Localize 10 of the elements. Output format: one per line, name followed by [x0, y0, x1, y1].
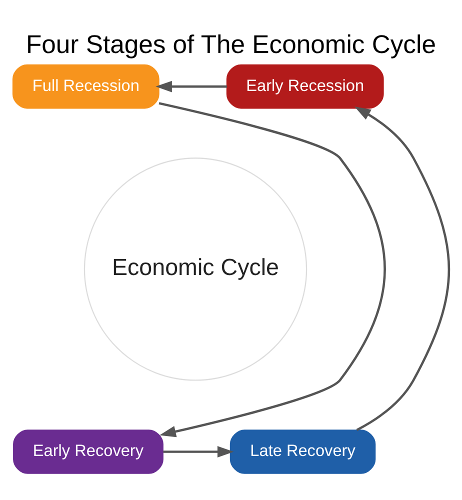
node-box: Early Recovery: [13, 429, 164, 474]
node-box: Early Recession: [226, 64, 384, 108]
node-box: Late Recovery: [230, 429, 376, 474]
arrow: [354, 106, 450, 431]
diagram-title: Four Stages of The Economic Cycle: [26, 30, 436, 58]
arrow: [163, 446, 234, 457]
node-box: Full Recession: [12, 64, 160, 108]
arrow: [158, 102, 386, 437]
node-circle: Economic Cycle: [84, 157, 308, 380]
arrow: [156, 80, 227, 92]
